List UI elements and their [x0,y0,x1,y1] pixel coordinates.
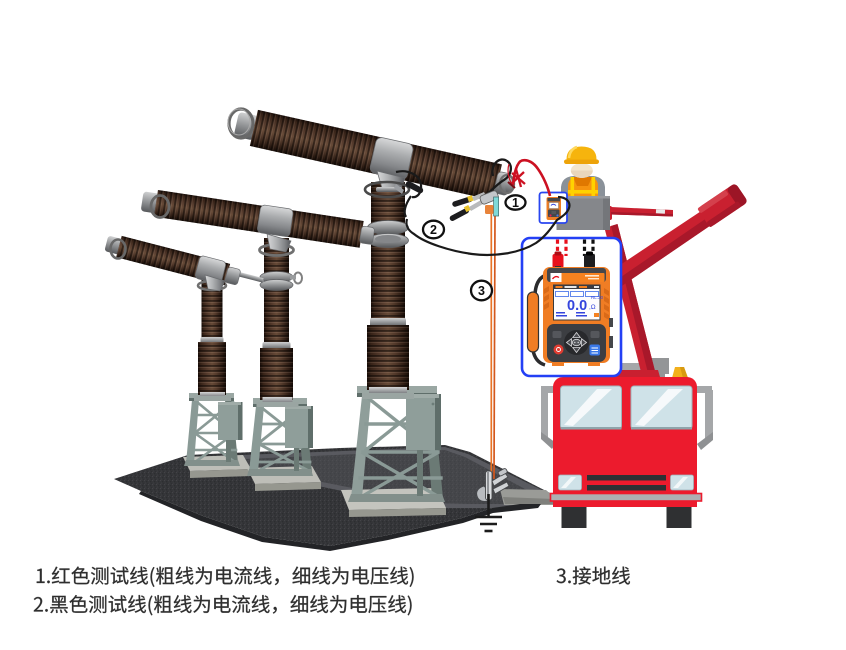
svg-text:RL:30: RL:30 [591,295,604,300]
svg-text:2: 2 [430,223,437,237]
svg-text:1: 1 [512,196,519,210]
svg-text:3: 3 [478,284,485,298]
svg-text:0.0: 0.0 [567,298,587,314]
svg-text:,Ω: ,Ω [589,304,596,311]
